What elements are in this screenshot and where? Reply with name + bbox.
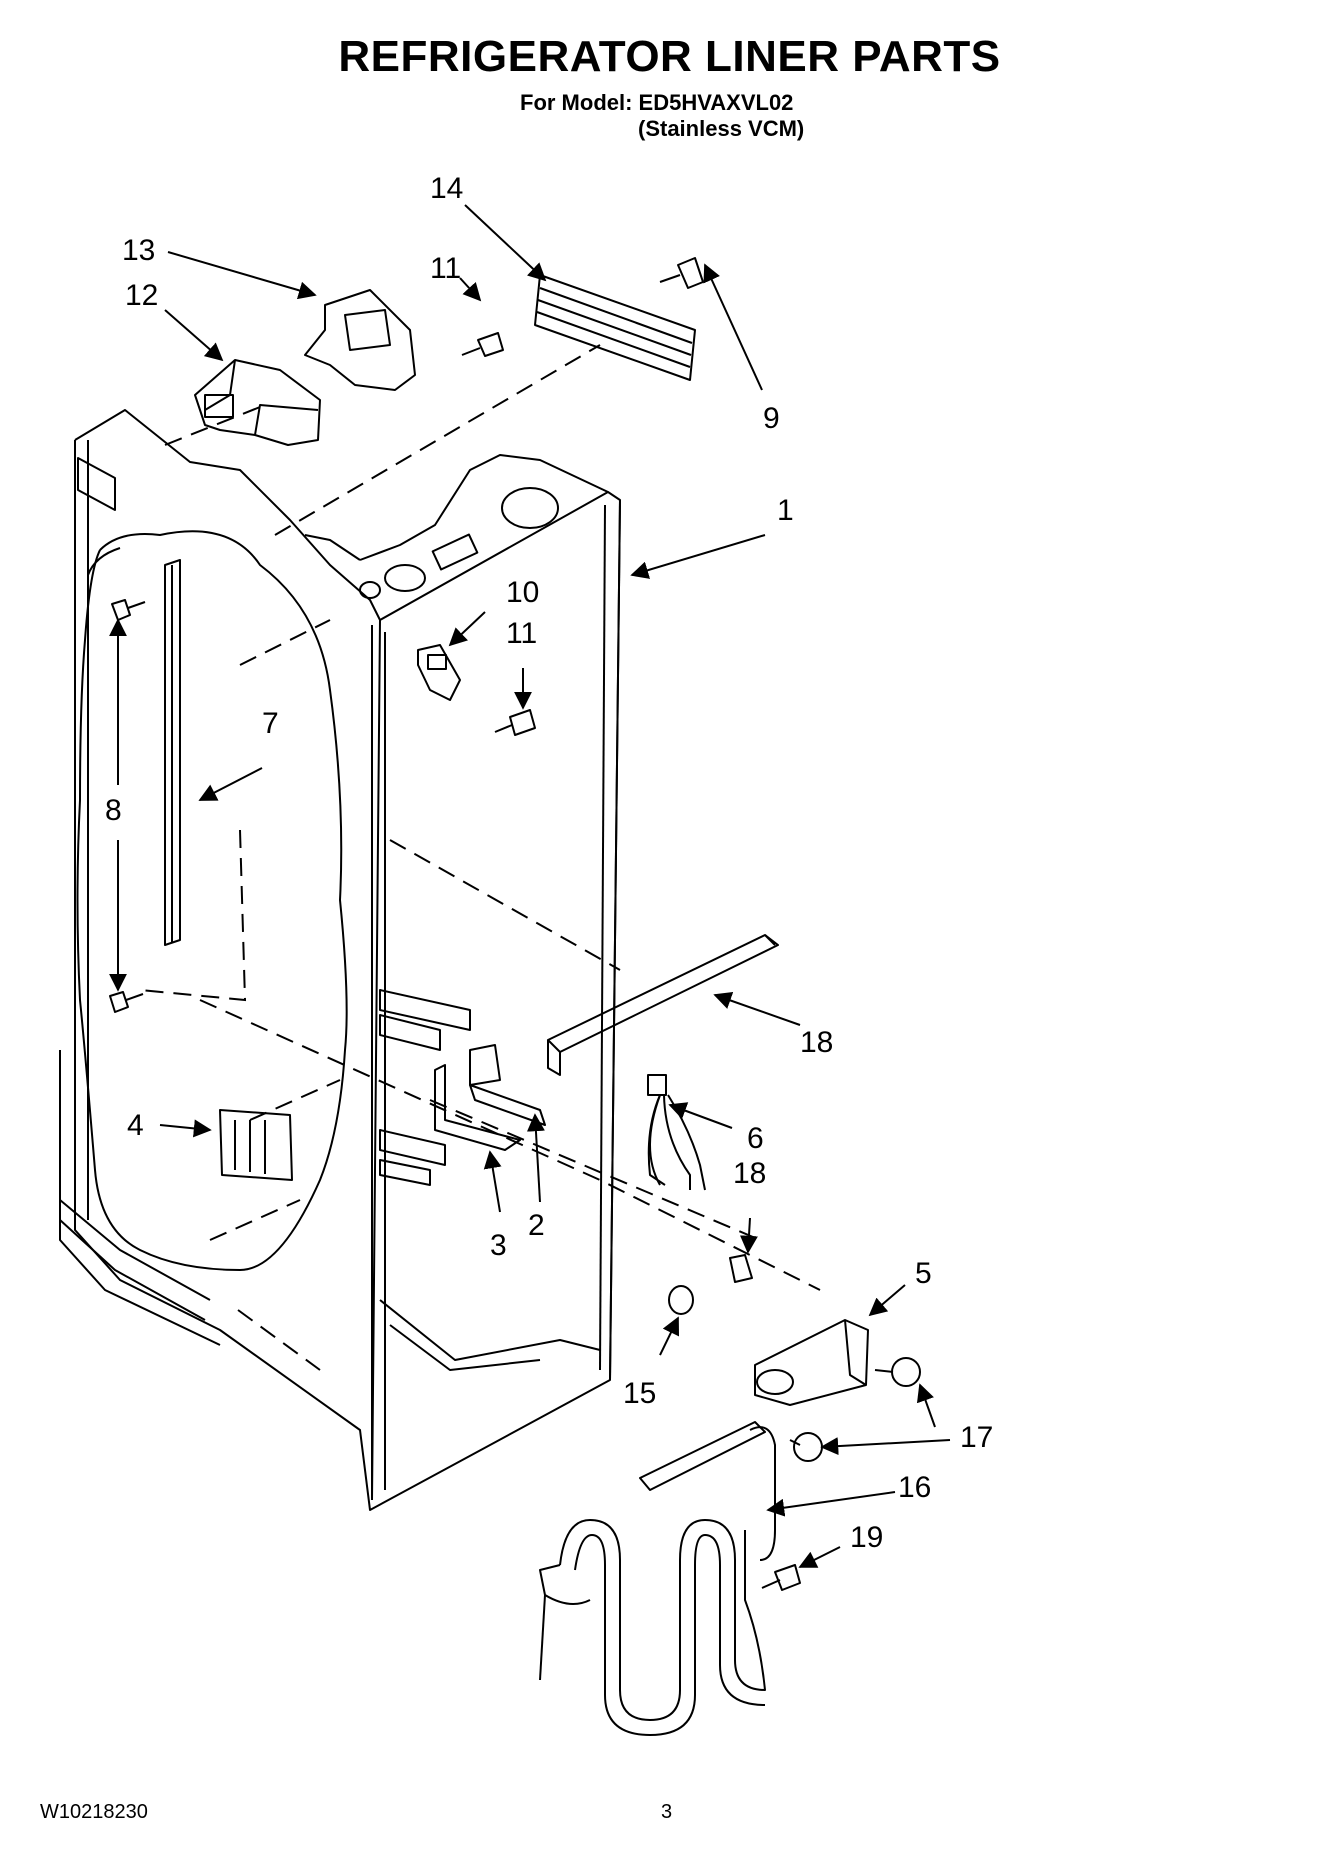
cover-5 [754,1319,869,1406]
callout-5: 5 [915,1257,932,1290]
fittings [668,1254,753,1315]
wire-harness [647,1074,706,1191]
callout-8: 8 [105,794,122,827]
callout-9: 9 [763,402,780,435]
model-number: For Model: ED5HVAXVL02 [520,90,794,115]
callout-11-mid: 11 [506,617,537,650]
callout-4: 4 [127,1109,144,1142]
callout-14: 14 [430,172,463,205]
liner-vents [379,989,471,1186]
callout-11-top: 11 [430,252,461,285]
callout-12: 12 [125,279,158,312]
bracket-13 [304,289,416,391]
defrost-heater [539,1421,776,1736]
gasket-strip [534,274,696,381]
callout-19: 19 [850,1521,883,1554]
control-housing [194,359,321,446]
callout-2: 2 [528,1209,545,1242]
bracket-10 [417,644,461,701]
page-title: REFRIGERATOR LINER PARTS [338,32,1001,81]
callout-1: 1 [777,494,794,527]
document-code: W10218230 [40,1801,148,1823]
hinge-brackets [434,1044,546,1151]
callout-10: 10 [506,576,539,609]
part-4 [219,1109,293,1181]
callout-3: 3 [490,1229,507,1262]
liner-body [59,409,621,1511]
page-number: 3 [661,1801,673,1823]
callout-15: 15 [623,1377,656,1410]
callout-13: 13 [122,234,155,267]
callout-7: 7 [262,707,279,740]
callout-18-fitting: 18 [733,1157,766,1190]
model-finish: (Stainless VCM) [638,116,805,141]
callout-18-shelf: 18 [800,1026,833,1059]
rail-part [164,559,181,946]
callout-6: 6 [747,1122,764,1155]
shelf-support [547,934,779,1076]
callout-16: 16 [898,1471,931,1504]
callout-17: 17 [960,1421,993,1454]
